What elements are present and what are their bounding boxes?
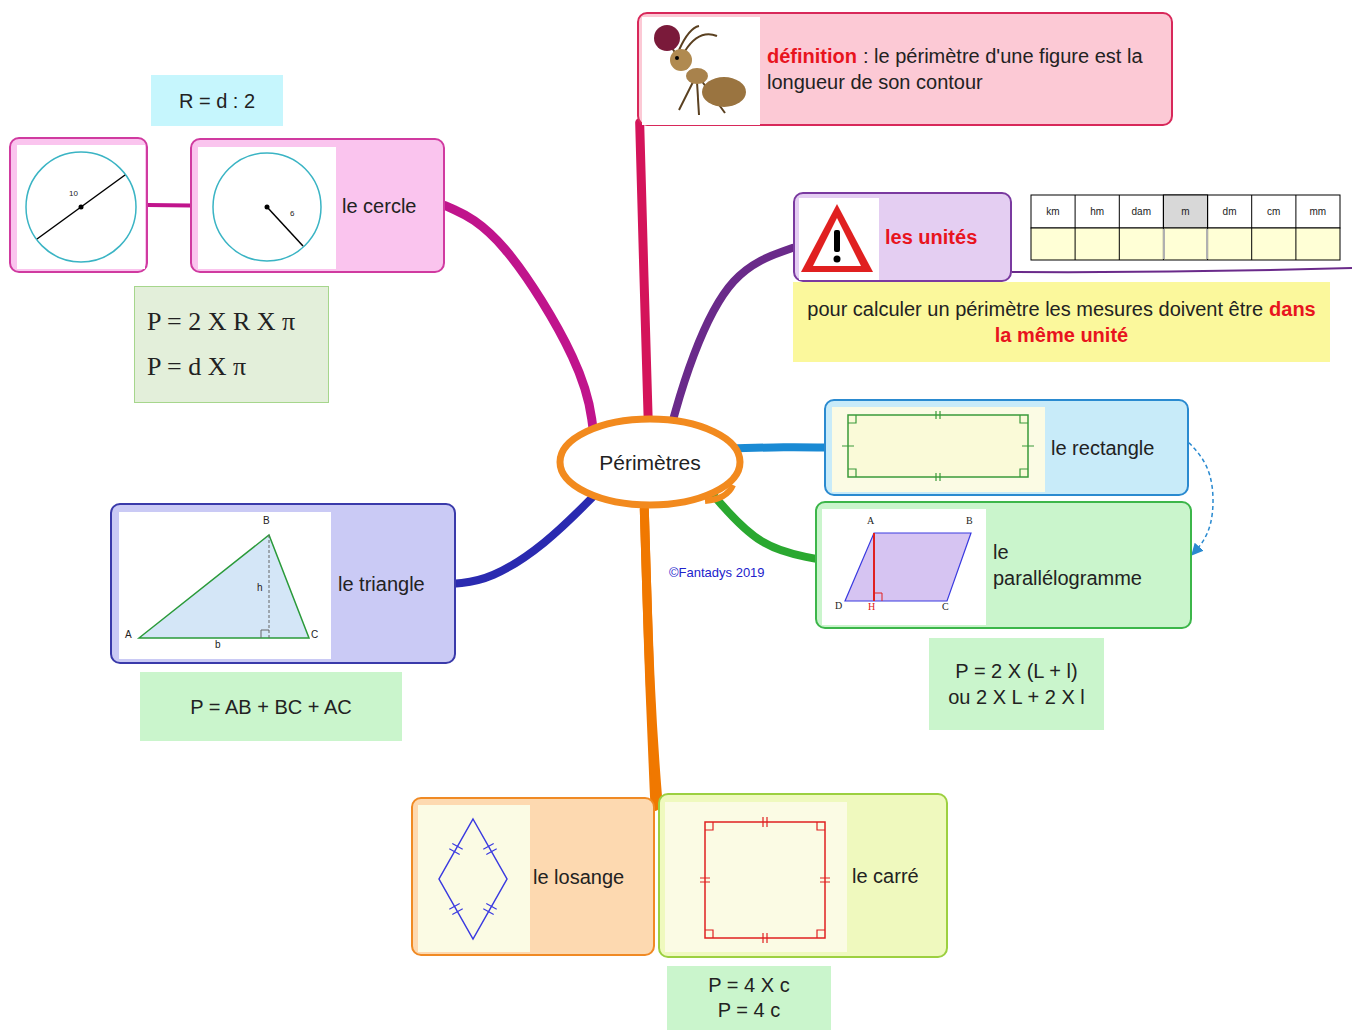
text-block: le carré bbox=[852, 863, 919, 889]
branch bbox=[673, 248, 793, 421]
branch bbox=[456, 497, 593, 584]
table-cell: mm bbox=[1296, 195, 1340, 228]
node-text: P = AB + BC + AC bbox=[190, 696, 351, 718]
note-box: pour calculer un périmètre les mesures d… bbox=[793, 282, 1330, 362]
node-text: P = d X π bbox=[147, 345, 295, 389]
vertex-label: D bbox=[835, 601, 842, 611]
text-block: les unités bbox=[885, 224, 977, 250]
text-block: pour calculer un périmètre les mesures d… bbox=[807, 296, 1316, 348]
node-text: le losange bbox=[533, 866, 624, 888]
table-cell: hm bbox=[1075, 195, 1119, 228]
node-text: le carré bbox=[852, 865, 919, 887]
dashed-arrow bbox=[1189, 443, 1213, 555]
branch bbox=[640, 123, 648, 417]
formula-box: P = 2 X R X πP = d X π bbox=[134, 286, 329, 403]
node-text: le rectangle bbox=[1051, 437, 1154, 459]
node-text: 10 bbox=[69, 189, 78, 198]
node-text: P = 4 c bbox=[708, 998, 789, 1023]
shape-box: le cercle bbox=[190, 138, 445, 273]
illustration bbox=[11, 139, 150, 275]
shape-box: le triangle bbox=[110, 503, 456, 664]
text-block: R = d : 2 bbox=[179, 88, 255, 114]
text-block: Périmètres bbox=[599, 449, 701, 476]
dimension-label: 6 bbox=[290, 210, 294, 218]
text-block: 10 bbox=[69, 190, 78, 198]
text-block: le parallélogramme bbox=[993, 539, 1153, 591]
branch bbox=[737, 447, 824, 448]
node-text: le triangle bbox=[338, 573, 425, 595]
text-block: le losange bbox=[533, 864, 624, 890]
text-block: le triangle bbox=[338, 571, 425, 597]
node-text: les unités bbox=[885, 226, 977, 248]
height-label: h bbox=[257, 583, 263, 593]
branch bbox=[445, 206, 593, 429]
side-label: b bbox=[215, 640, 221, 650]
node-text: P = 4 X c bbox=[708, 973, 789, 998]
text-block: le rectangle bbox=[1051, 435, 1154, 461]
table-cell: dm bbox=[1208, 195, 1252, 228]
text-block: P = AB + BC + AC bbox=[190, 694, 351, 720]
branch bbox=[148, 203, 190, 208]
shape-box: le rectangle bbox=[824, 399, 1189, 496]
node-text: Périmètres bbox=[599, 451, 701, 474]
table-cell: cm bbox=[1252, 195, 1296, 228]
table-cell: km bbox=[1031, 195, 1075, 228]
central-topic: Périmètres bbox=[555, 415, 745, 510]
definition-box: définition: le périmètre d'une figure es… bbox=[637, 12, 1173, 126]
text-block: le cercle bbox=[342, 193, 416, 219]
vertex-label: B bbox=[966, 516, 973, 526]
text-block: définition: le périmètre d'une figure es… bbox=[767, 43, 1161, 95]
vertex-label: B bbox=[263, 516, 270, 526]
formula-box: P = AB + BC + AC bbox=[140, 672, 402, 741]
shape-box: le carré bbox=[658, 793, 948, 958]
node-text: P = 2 X (L + l) bbox=[948, 658, 1085, 684]
formula-box: R = d : 2 bbox=[151, 75, 283, 126]
figure-box: 10 bbox=[9, 137, 148, 273]
node-text: pour calculer un périmètre les mesures d… bbox=[807, 298, 1263, 320]
watermark: ©Fantadys 2019 bbox=[667, 565, 767, 580]
vertex-label: A bbox=[867, 516, 874, 526]
formula-box: P = 4 X cP = 4 c bbox=[667, 966, 831, 1030]
units-box: les unités bbox=[793, 192, 1012, 282]
text-block: P = 4 X cP = 4 c bbox=[708, 973, 789, 1023]
vertex-label: C bbox=[942, 602, 949, 612]
text-block: P = 2 X (L + l)ou 2 X L + 2 X l bbox=[948, 658, 1085, 710]
node-text: R = d : 2 bbox=[179, 90, 255, 112]
branch bbox=[644, 509, 658, 803]
text-block: P = 2 X R X πP = d X π bbox=[147, 300, 295, 388]
formula-box: P = 2 X (L + l)ou 2 X L + 2 X l bbox=[929, 638, 1104, 730]
vertex-label: C bbox=[311, 630, 318, 640]
node-text: définition bbox=[767, 45, 857, 67]
shape-box: le losange bbox=[411, 797, 655, 956]
vertex-label: A bbox=[125, 630, 132, 640]
node-text: P = 2 X R X π bbox=[147, 300, 295, 344]
node-text: le cercle bbox=[342, 195, 416, 217]
vertex-label: H bbox=[868, 602, 875, 612]
table-cell: dam bbox=[1119, 195, 1163, 228]
table-cell: m bbox=[1163, 195, 1207, 228]
node-text: le parallélogramme bbox=[993, 541, 1142, 589]
node-text: ou 2 X L + 2 X l bbox=[948, 684, 1085, 710]
branch bbox=[715, 497, 815, 559]
